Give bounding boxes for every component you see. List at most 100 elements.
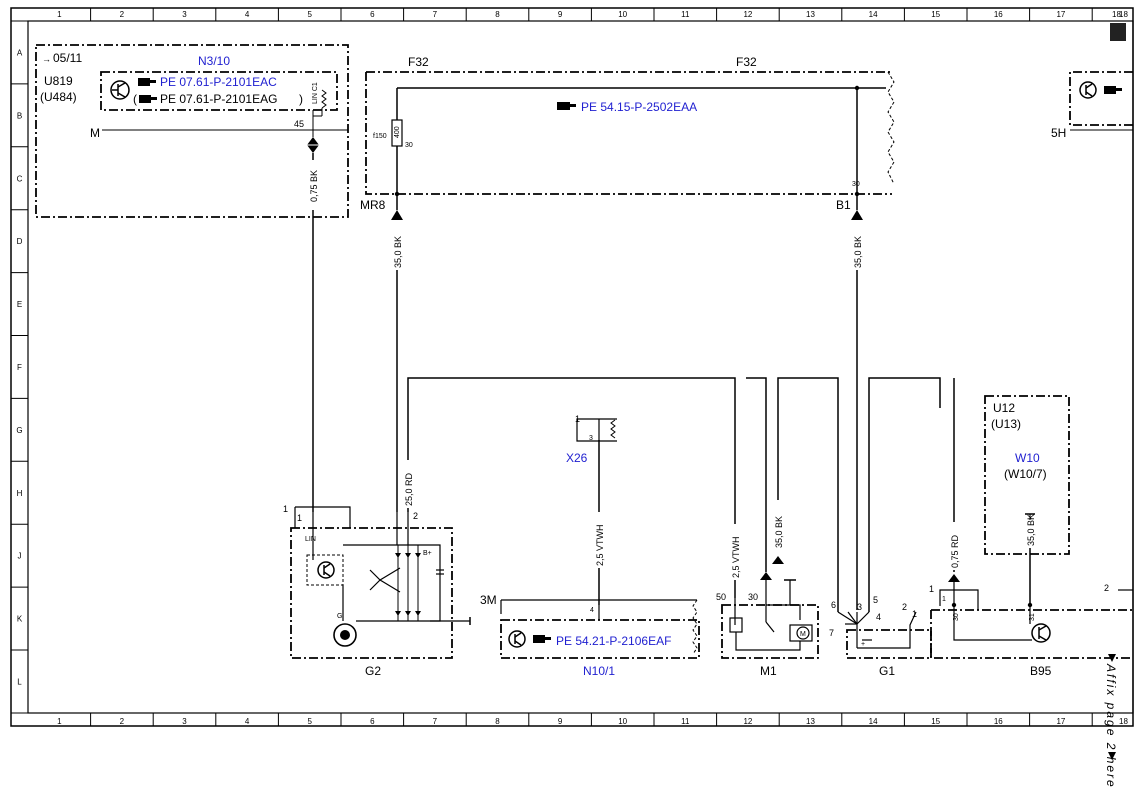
connector-b1: B1 bbox=[836, 198, 851, 212]
wire-35-0-bk-mr8: 35,0 BK bbox=[393, 236, 403, 268]
connector-icon bbox=[391, 210, 403, 220]
g2-lin-label: LIN bbox=[305, 536, 316, 543]
page-corner-number: 18 bbox=[1112, 10, 1121, 19]
variant-u484: (U484) bbox=[40, 90, 77, 104]
pointing-hand-icon bbox=[533, 635, 551, 643]
g2-pin-1: 1 bbox=[283, 504, 288, 514]
n3-10-title: N3/10 bbox=[198, 54, 230, 68]
grid-column-18-bottom: 18 bbox=[1119, 717, 1128, 726]
lin-c1-label: LIN C1 bbox=[312, 82, 319, 104]
n10-1-label: N10/1 bbox=[583, 664, 615, 678]
motor-icon bbox=[796, 626, 810, 640]
grid-row-K: K bbox=[17, 615, 23, 624]
wire-2-5-vtwh-n10: 2,5 VTWH bbox=[595, 524, 605, 566]
stator-winding-icon bbox=[369, 567, 401, 593]
pe-54-21-2106eaf-link[interactable]: PE 54.21-P-2106EAF bbox=[556, 634, 671, 648]
grid-row-J: J bbox=[18, 552, 22, 561]
pe-54-15-2502eaa-link[interactable]: PE 54.15-P-2502EAA bbox=[581, 100, 697, 114]
grid-column-15-bottom: 15 bbox=[931, 717, 940, 726]
grid-column-15-top: 15 bbox=[931, 10, 940, 19]
grid-column-8-top: 8 bbox=[495, 10, 500, 19]
pointing-hand-icon bbox=[557, 102, 576, 110]
grid-column-8-bottom: 8 bbox=[495, 717, 500, 726]
g1-pin-4: 4 bbox=[876, 612, 881, 622]
grid-column-4-bottom: 4 bbox=[245, 717, 250, 726]
grid-column-3-top: 3 bbox=[182, 10, 187, 19]
grid-column-11-top: 11 bbox=[681, 10, 690, 19]
b95-pin-31: 31 bbox=[1029, 613, 1036, 621]
g2-pin-2: 2 bbox=[413, 511, 418, 521]
f32-block: F32 F32 PE 54.15-P-2502EAA 400 f150 30 3… bbox=[360, 55, 895, 220]
g2-bplus-label: B+ bbox=[423, 550, 432, 557]
right-top-block: 5H bbox=[1051, 23, 1133, 140]
solenoid-icon bbox=[729, 617, 743, 633]
grid-row-A: A bbox=[17, 48, 23, 57]
variant-u12: U12 bbox=[993, 401, 1015, 415]
generator-icon bbox=[333, 623, 357, 647]
grid-row-F: F bbox=[17, 363, 22, 372]
b95-pin-1: 1 bbox=[929, 584, 934, 594]
b1-pin-30: 30 bbox=[852, 181, 860, 188]
wire-labels: 0,75 BK 35,0 BK 35,0 BK 25,0 RD 2,5 VTWH… bbox=[306, 160, 1037, 580]
g1-pin-7: 7 bbox=[829, 628, 834, 638]
transistor-icon bbox=[508, 630, 526, 648]
grid-column-2-top: 2 bbox=[120, 10, 125, 19]
g2-block: 1 1 2 LIN B+ G G2 bbox=[283, 504, 471, 678]
grid-column-10-top: 10 bbox=[618, 10, 627, 19]
w10-7-label: (W10/7) bbox=[1004, 467, 1047, 481]
pointing-hand-icon bbox=[138, 78, 156, 86]
transistor-icon bbox=[1079, 81, 1097, 99]
g2-pin-1-inner: 1 bbox=[297, 513, 302, 523]
g2-label: G2 bbox=[365, 664, 381, 678]
grid-row-G: G bbox=[16, 426, 22, 435]
grid-column-12-top: 12 bbox=[743, 10, 752, 19]
variant-u819: U819 bbox=[44, 74, 73, 88]
grid-column-13-bottom: 13 bbox=[806, 717, 815, 726]
grid-column-16-top: 16 bbox=[994, 10, 1003, 19]
transistor-icon bbox=[1031, 623, 1051, 643]
b95-pin-30: 30 bbox=[953, 613, 960, 621]
n10-pin-4: 4 bbox=[590, 607, 594, 614]
pin-45: 45 bbox=[294, 119, 304, 129]
m1-pin-50: 50 bbox=[716, 592, 726, 602]
wire-35-0-bk-b1: 35,0 BK bbox=[853, 236, 863, 268]
grid-row-B: B bbox=[17, 111, 22, 120]
pin-m: M bbox=[90, 126, 100, 140]
grid-column-16-bottom: 16 bbox=[994, 717, 1003, 726]
g1-block: 6 3 5 4 7 2 1 + G1 bbox=[829, 595, 932, 678]
pe-07-61-2101eag-link[interactable]: PE 07.61-P-2101EAG bbox=[160, 92, 277, 106]
u12-block: U12 (U13) W10 (W10/7) bbox=[984, 395, 1070, 555]
grid-column-10-bottom: 10 bbox=[618, 717, 627, 726]
m1-block: 50 30 M M1 bbox=[716, 579, 819, 678]
grid-column-14-top: 14 bbox=[869, 10, 878, 19]
grid-column-7-bottom: 7 bbox=[433, 717, 438, 726]
b95-pin-2: 2 bbox=[1104, 583, 1109, 593]
m1-label: M1 bbox=[760, 664, 777, 678]
fuse-id: f150 bbox=[373, 133, 387, 140]
grid-row-D: D bbox=[17, 237, 23, 246]
pointing-hand-icon bbox=[1104, 86, 1122, 94]
m1-motor-label: M bbox=[800, 631, 806, 638]
grid-column-5-top: 5 bbox=[307, 10, 312, 19]
grid-column-17-top: 17 bbox=[1056, 10, 1065, 19]
g1-label: G1 bbox=[879, 664, 895, 678]
g1-pin-2: 2 bbox=[902, 602, 907, 612]
resistor-icon bbox=[610, 419, 616, 439]
pe-07-61-2101eac-link[interactable]: PE 07.61-P-2101EAC bbox=[160, 75, 277, 89]
grid-column-18-top: 18 bbox=[1119, 10, 1128, 19]
grid-column-7-top: 7 bbox=[433, 10, 438, 19]
grid-column-12-bottom: 12 bbox=[743, 717, 752, 726]
paren-open: ( bbox=[133, 92, 137, 106]
diagram-frame bbox=[10, 7, 1134, 727]
g1-pin-1: 1 bbox=[912, 609, 917, 619]
b95-block: 2 1 1 30 31 B95 bbox=[929, 582, 1133, 678]
grid-column-6-bottom: 6 bbox=[370, 717, 375, 726]
affix-note: Affix page 2 here bbox=[1104, 663, 1118, 789]
f32-label-right: F32 bbox=[736, 55, 757, 69]
transistor-icon bbox=[110, 80, 130, 100]
wires bbox=[312, 153, 1031, 612]
g2-g-label: G bbox=[337, 613, 342, 620]
w10-label: W10 bbox=[1015, 451, 1040, 465]
resistor-icon bbox=[321, 89, 327, 109]
